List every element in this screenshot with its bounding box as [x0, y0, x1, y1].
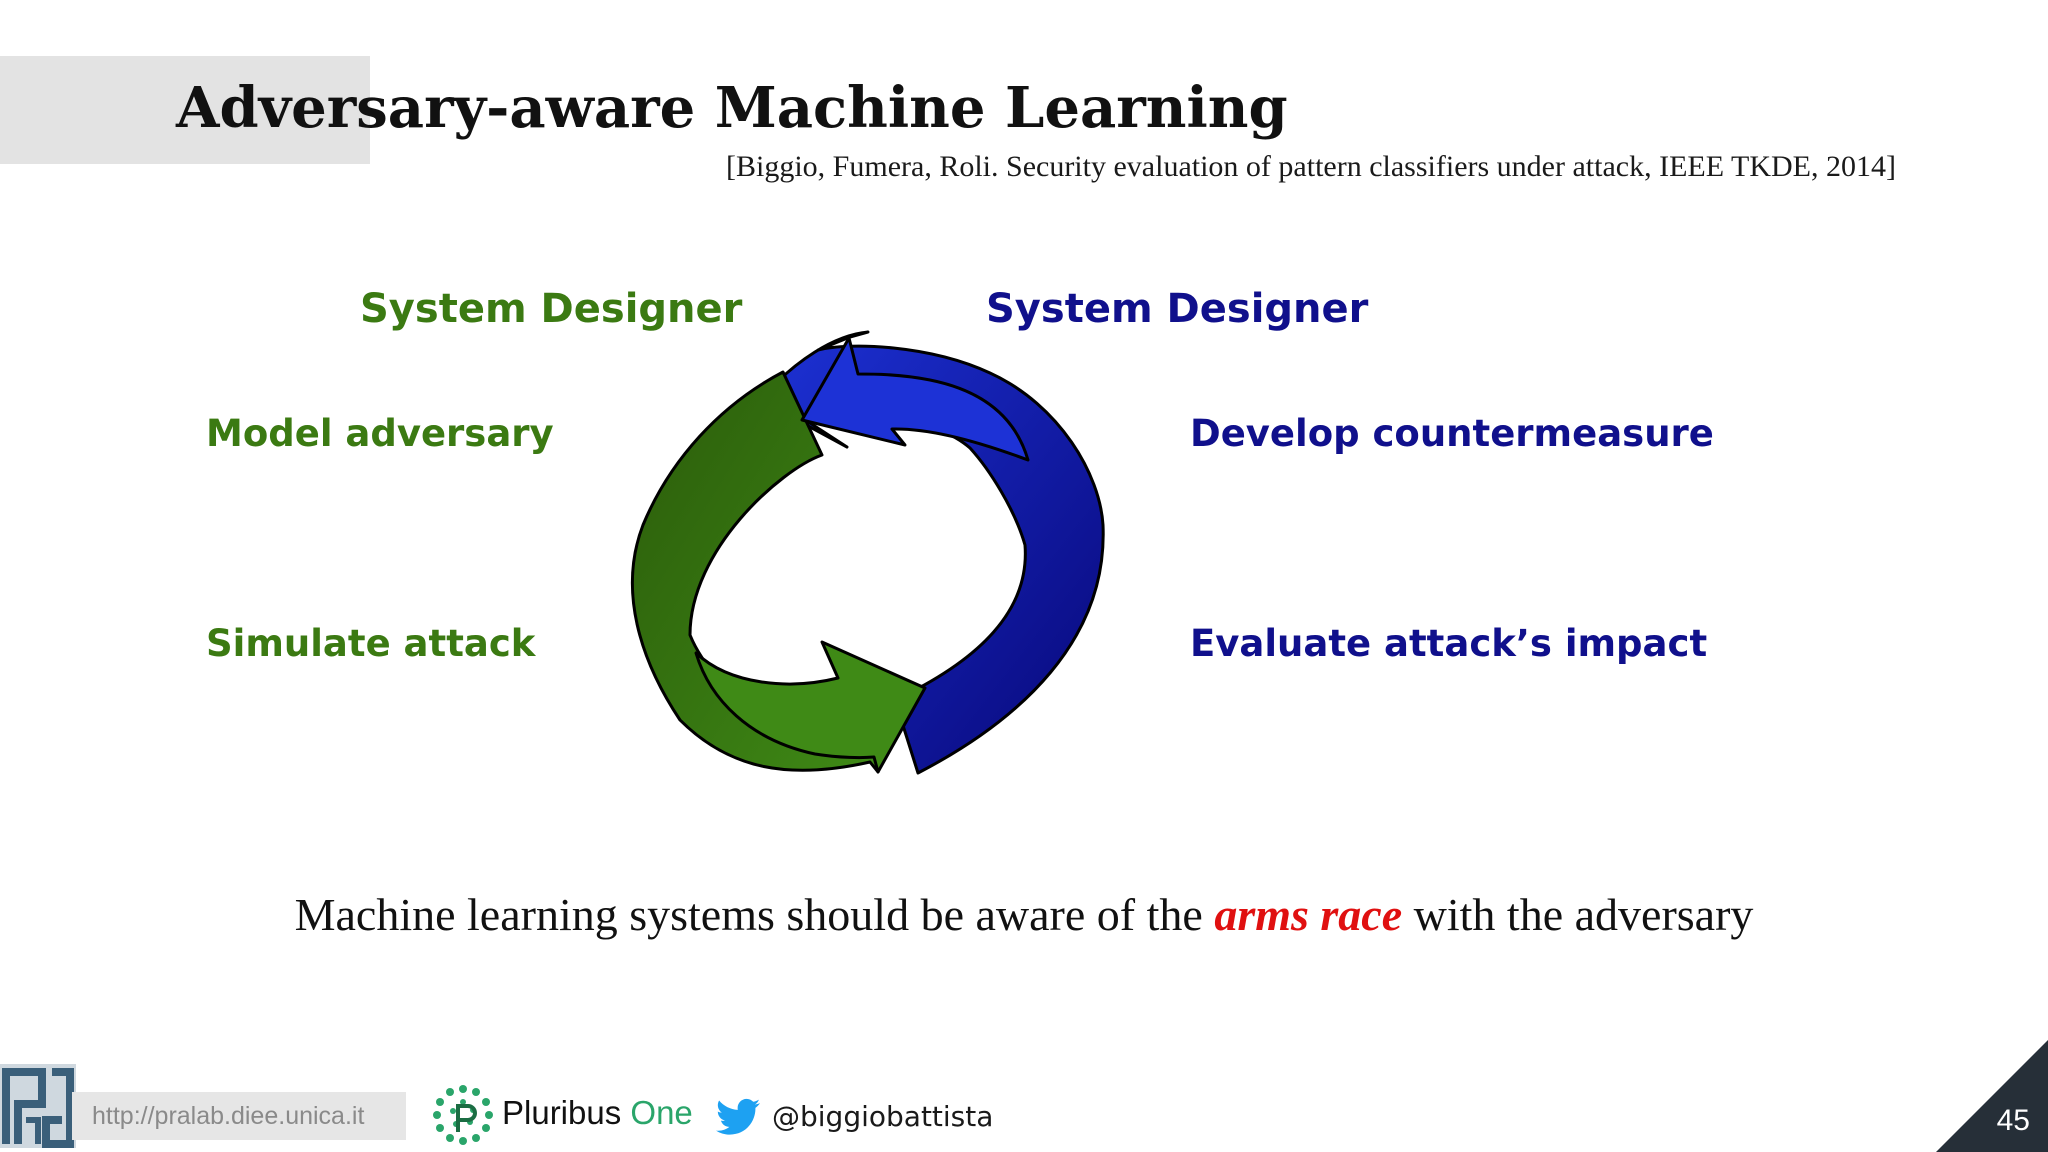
brand-suffix: One [630, 1094, 693, 1131]
footer-url[interactable]: http://pralab.diee.unica.it [72, 1092, 406, 1140]
pralab-logo-icon [0, 1064, 76, 1148]
pluribus-one-logo-icon [433, 1085, 493, 1145]
pluribus-one-name: Pluribus One [502, 1094, 693, 1132]
brand-name: Pluribus [502, 1094, 622, 1131]
slide-title: Adversary-aware Machine Learning [176, 75, 1288, 141]
page-number: 45 [1996, 1104, 2030, 1137]
blue-arrowhead [800, 336, 1030, 462]
tagline-highlight: arms race [1214, 889, 1403, 940]
right-heading: System Designer [986, 286, 1369, 332]
left-heading: System Designer [360, 286, 743, 332]
tagline: Machine learning systems should be aware… [0, 888, 2048, 941]
page-corner [1936, 1040, 2048, 1152]
step-model-adversary: Model adversary [206, 412, 554, 455]
step-evaluate-impact: Evaluate attack’s impact [1190, 622, 1708, 665]
title-accent-tab [0, 56, 370, 164]
green-cycle-arrow [630, 370, 882, 774]
step-simulate-attack: Simulate attack [206, 622, 536, 665]
citation: [Biggio, Fumera, Roli. Security evaluati… [726, 150, 1896, 183]
twitter-handle[interactable]: @biggiobattista [772, 1100, 994, 1133]
arms-race-cycle-diagram [630, 330, 1105, 775]
twitter-bird-icon [716, 1098, 760, 1135]
green-arrowhead [694, 640, 927, 774]
tagline-before: Machine learning systems should be aware… [294, 889, 1203, 940]
tagline-after: with the adversary [1413, 889, 1754, 940]
step-develop-countermeasure: Develop countermeasure [1190, 412, 1714, 455]
